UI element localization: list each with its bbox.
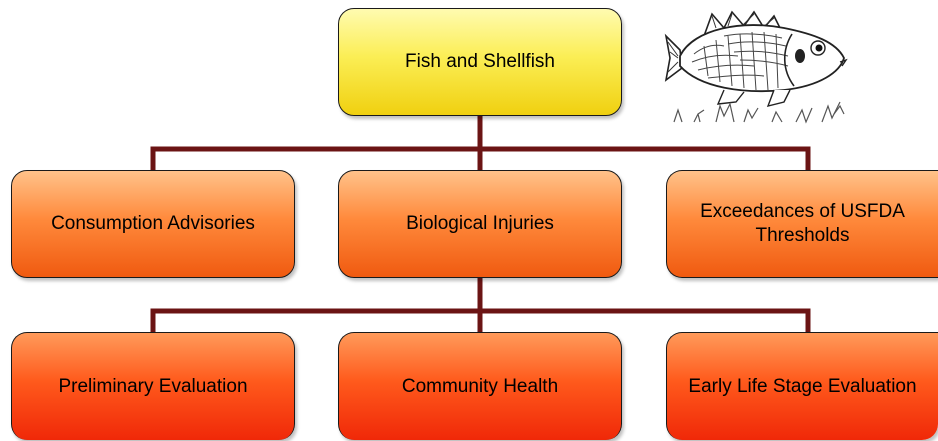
node-label: Consumption Advisories xyxy=(51,213,255,234)
node-community-health: Community Health xyxy=(338,332,622,440)
node-label: Biological Injuries xyxy=(406,213,554,234)
node-label: Community Health xyxy=(401,375,559,397)
node-early-life-stage: Early Life Stage Evaluation xyxy=(666,332,938,440)
node-exceedances-usfda: Exceedances of USFDA Thresholds xyxy=(666,170,938,278)
node-label: Preliminary Evaluation xyxy=(58,375,248,397)
fish-icon xyxy=(664,10,848,124)
node-fish-and-shellfish: Fish and Shellfish xyxy=(338,8,622,116)
node-consumption-advisories: Consumption Advisories xyxy=(11,170,295,278)
node-preliminary-evaluation: Preliminary Evaluation xyxy=(11,332,295,440)
node-label: Early Life Stage Evaluation xyxy=(688,375,917,397)
node-biological-injuries: Biological Injuries xyxy=(338,170,622,278)
node-label: Fish and Shellfish xyxy=(405,51,555,72)
node-label: Exceedances of USFDA Thresholds xyxy=(700,201,905,246)
